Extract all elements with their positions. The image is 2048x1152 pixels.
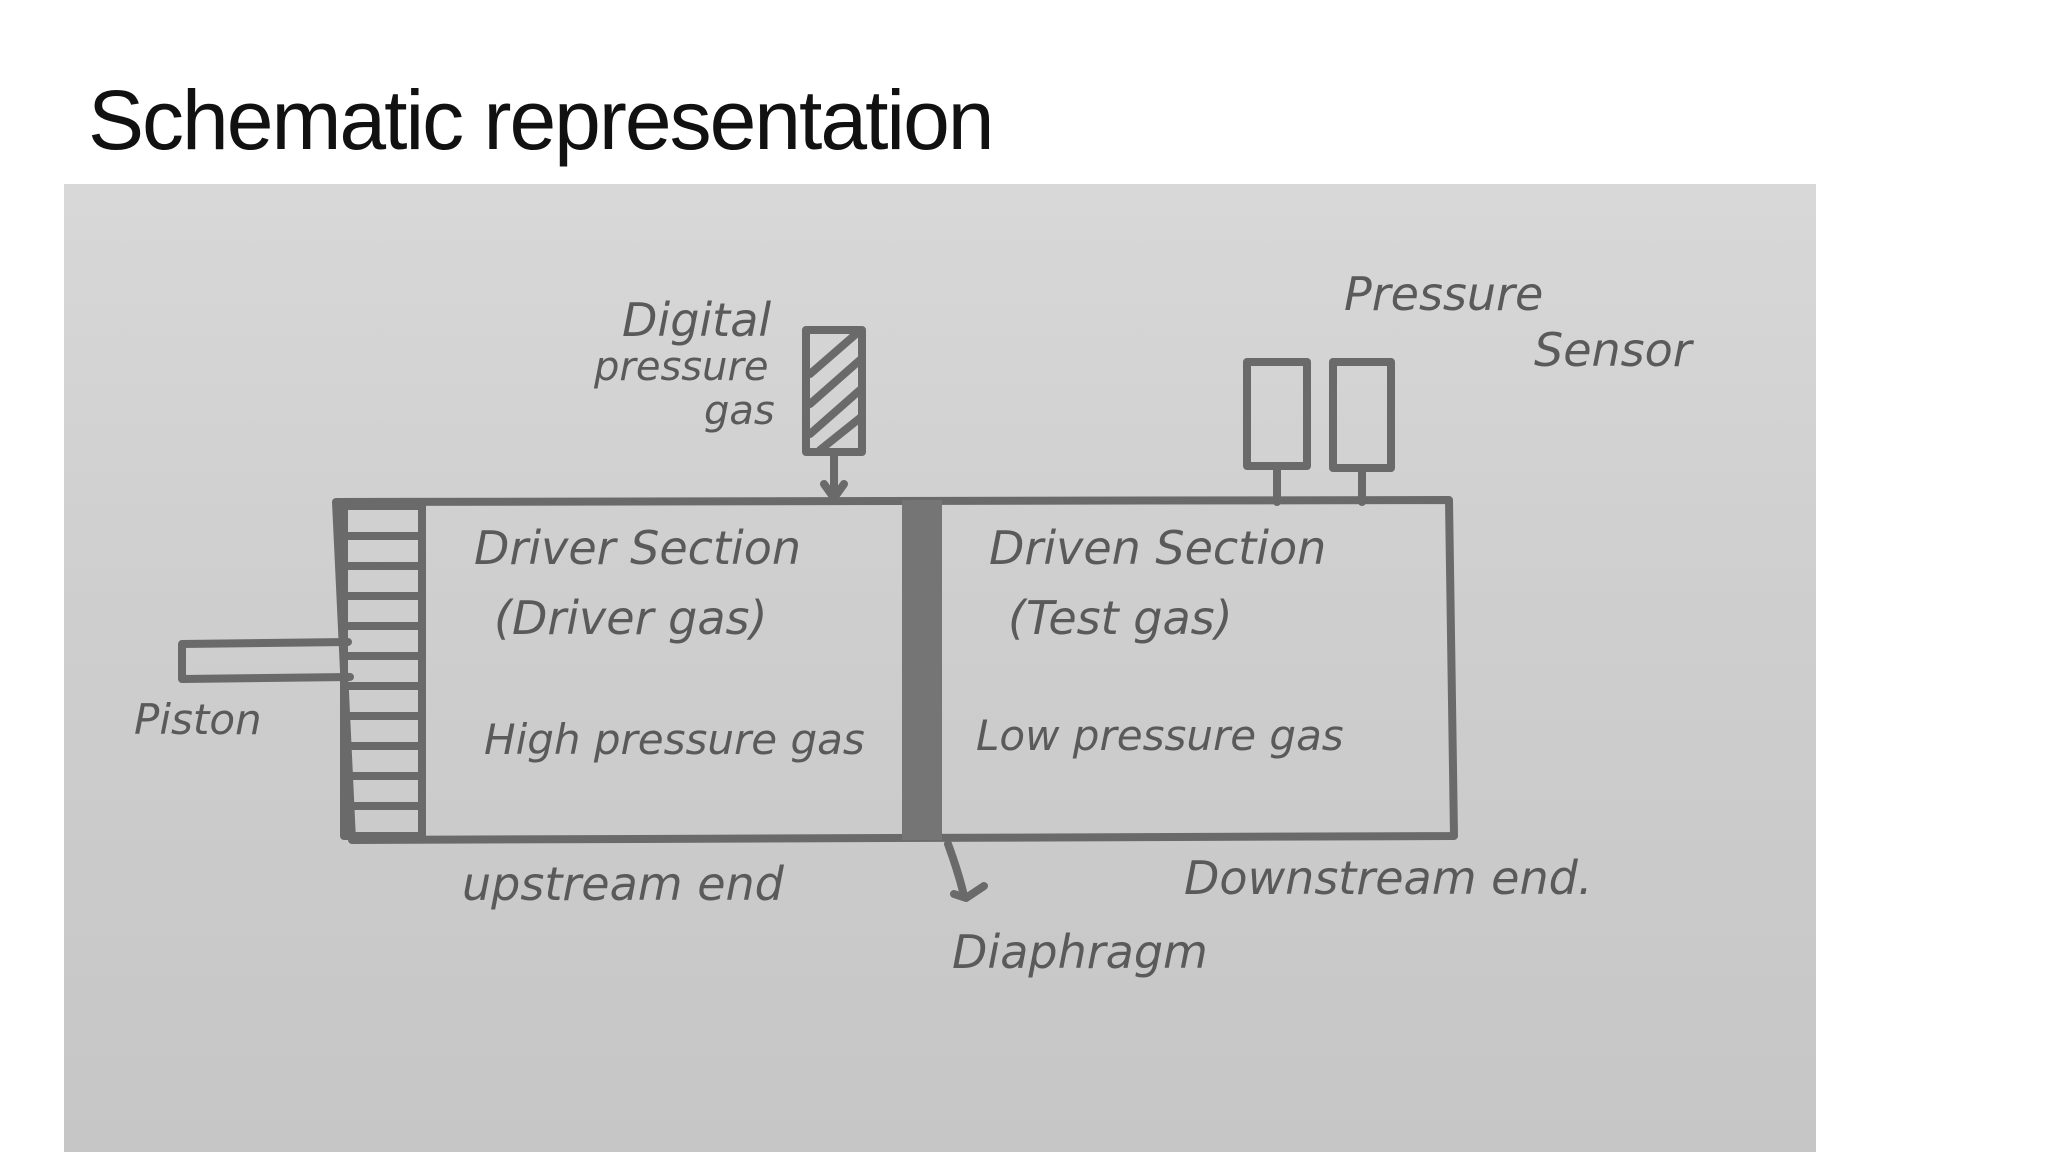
low-pressure-label: Low pressure gas: [976, 711, 1344, 760]
driver-section-label: Driver Section: [474, 521, 801, 575]
pressure-label: pressure: [593, 344, 769, 390]
diaphragm-wall: [902, 500, 942, 840]
piston-rod: [178, 638, 354, 683]
piston-block: [340, 502, 426, 840]
driven-section-label: Driven Section: [989, 521, 1326, 575]
sensor-label-1: Pressure: [1344, 267, 1543, 321]
driver-gas-label: (Driver gas): [494, 591, 767, 645]
piston-label: Piston: [134, 695, 262, 744]
test-gas-label: (Test gas): [1008, 591, 1233, 645]
sensor-label-2: Sensor: [1534, 323, 1695, 377]
upstream-label: upstream end: [462, 857, 785, 911]
schematic-photo: Digital pressure gas Pressure Sensor Dri…: [64, 184, 1816, 1152]
gas-label: gas: [704, 388, 775, 434]
digital-pressure-gauge: [802, 326, 866, 502]
pressure-sensors: [1243, 358, 1395, 506]
downstream-label: Downstream end.: [1184, 851, 1592, 905]
slide-title: Schematic representation: [88, 73, 995, 167]
diaphragm-arrow: [944, 840, 988, 902]
diaphragm-label: Diaphragm: [952, 925, 1208, 979]
high-pressure-label: High pressure gas: [484, 715, 865, 764]
digital-label: Digital: [622, 293, 771, 347]
shock-tube-schematic: Digital pressure gas Pressure Sensor Dri…: [134, 267, 1695, 979]
